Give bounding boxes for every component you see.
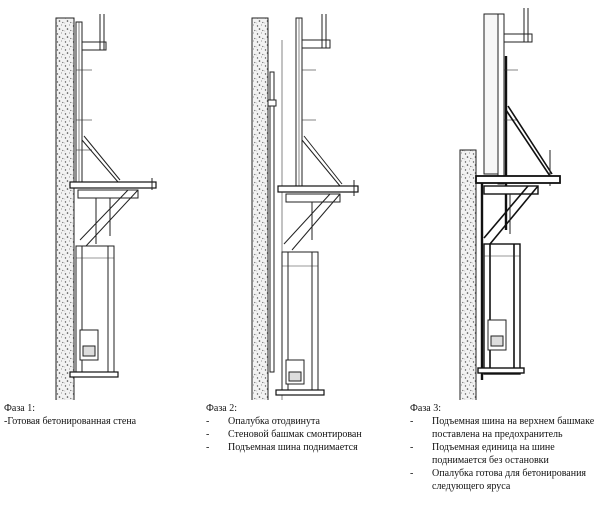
formwork-panel: [497, 13, 505, 185]
phase-2-steps: Опалубка отодвинута Стеновой башмак смон…: [206, 415, 396, 454]
phase-2-step: Стеновой башмак смонтирован: [206, 428, 396, 441]
phase-3-step: Опалубка готова для бетонирования следую…: [410, 467, 602, 493]
phase-3-steps: Подъемная шина на верхнем башмаке постав…: [410, 415, 602, 493]
working-platform: [475, 175, 561, 184]
phase-1-title: Фаза 1:: [4, 403, 36, 414]
concrete-wall: [251, 17, 269, 400]
phase-3-step: Подъемная единица на шине поднимается бе…: [410, 441, 602, 467]
phase-2-drawing: [251, 14, 359, 400]
phase-3-drawing: [459, 8, 561, 400]
phase-3-caption: Фаза 3: Подъемная шина на верхнем башмак…: [410, 402, 602, 493]
phase-1-drawing: [55, 14, 157, 400]
concrete-wall: [55, 17, 75, 400]
phase-3-step: Подъемная шина на верхнем башмаке постав…: [410, 415, 602, 441]
phase-3-title: Фаза 3:: [410, 403, 442, 414]
concrete-wall: [459, 149, 477, 400]
working-platform: [69, 181, 157, 189]
phase-2-title: Фаза 2:: [206, 403, 238, 414]
climbing-rail: [269, 71, 275, 373]
working-platform: [277, 185, 359, 193]
climbing-formwork-diagram: [55, 8, 561, 400]
phase-2-step: Опалубка отодвинута: [206, 415, 396, 428]
phase-2-caption: Фаза 2: Опалубка отодвинута Стеновой баш…: [206, 402, 396, 454]
phase-2-step: Подъемная шина поднимается: [206, 441, 396, 454]
phase-1-line: -Готовая бетонированная стена: [4, 416, 137, 427]
phase-1-caption: Фаза 1: -Готовая бетонированная стена: [4, 402, 194, 428]
